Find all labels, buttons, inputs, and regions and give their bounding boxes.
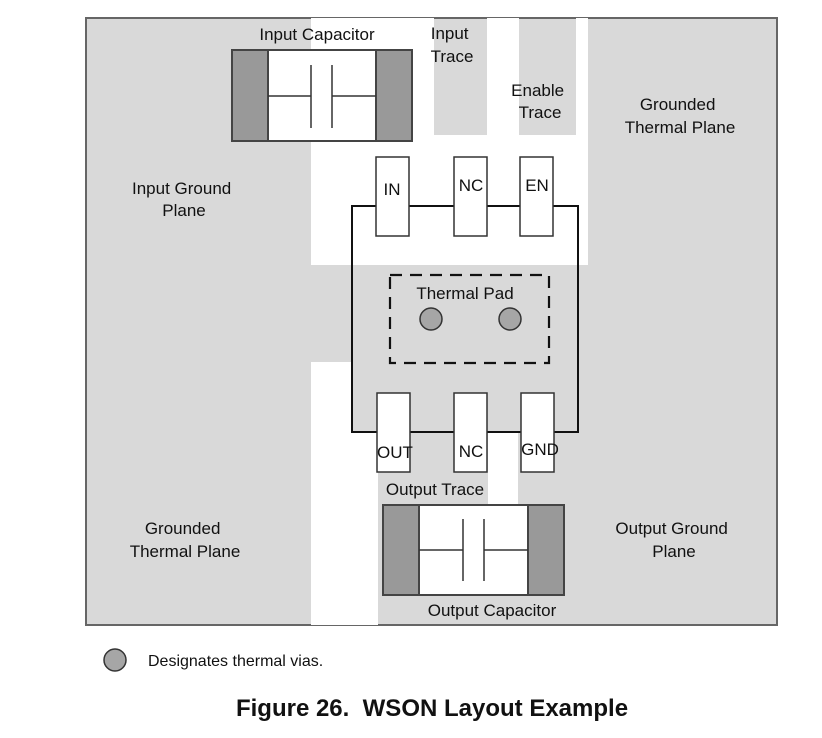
pin-label-nc-bottom: NC bbox=[459, 442, 484, 461]
output-capacitor-label: Output Capacitor bbox=[428, 601, 557, 620]
output-capacitor-terminal-left bbox=[382, 504, 420, 596]
pin-label-nc-top: NC bbox=[459, 176, 484, 195]
pin-en bbox=[519, 156, 554, 237]
pin-out bbox=[376, 392, 411, 473]
input-capacitor bbox=[231, 49, 413, 142]
legend: Designates thermal vias. bbox=[103, 648, 323, 672]
input-capacitor-terminal-left bbox=[231, 49, 269, 142]
legend-via-icon bbox=[103, 648, 127, 672]
pin-label-out: OUT bbox=[377, 443, 413, 462]
output-capacitor-terminal-right bbox=[527, 504, 565, 596]
pin-nc-bottom bbox=[453, 392, 488, 473]
thermal-via bbox=[498, 307, 522, 331]
figure-caption: Figure 26. WSON Layout Example bbox=[236, 695, 628, 722]
input-capacitor-terminal-right bbox=[375, 49, 413, 142]
output-ground-plane-label: Output Ground Plane bbox=[615, 519, 732, 561]
thermal-pad bbox=[388, 273, 551, 365]
pin-label-in: IN bbox=[384, 180, 401, 199]
thermal-pad-label: Thermal Pad bbox=[416, 284, 513, 303]
output-trace-right bbox=[488, 432, 518, 507]
output-trace-label: Output Trace bbox=[386, 480, 484, 499]
enable-trace-label: Enable Trace bbox=[511, 81, 569, 122]
output-capacitor bbox=[382, 504, 565, 596]
enable-trace bbox=[487, 18, 519, 238]
grounded-thermal-plane-bottom-label: Grounded Thermal Plane bbox=[130, 519, 241, 561]
pin-nc-top bbox=[453, 156, 488, 237]
pin-in bbox=[375, 156, 410, 237]
input-capacitor-label: Input Capacitor bbox=[259, 25, 375, 44]
grounded-thermal-plane-top-label: Grounded Thermal Plane bbox=[625, 95, 736, 137]
thermal-via bbox=[419, 307, 443, 331]
input-trace-label: Input Trace bbox=[431, 24, 474, 66]
input-ground-plane-label: Input Ground Plane bbox=[132, 179, 236, 220]
pin-gnd bbox=[520, 392, 555, 473]
legend-text: Designates thermal vias. bbox=[148, 653, 323, 670]
pin-label-en: EN bbox=[525, 176, 549, 195]
pin-label-gnd: GND bbox=[521, 440, 559, 459]
output-trace bbox=[311, 362, 378, 625]
